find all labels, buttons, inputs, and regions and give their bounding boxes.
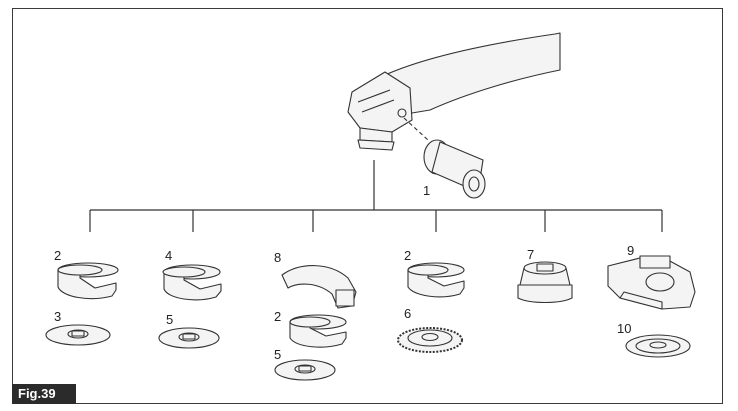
callout-7: 7 xyxy=(527,247,534,262)
diamond-wheel xyxy=(625,334,691,358)
wheel-guard-2 xyxy=(162,264,222,301)
callout-2-group3: 2 xyxy=(274,309,281,324)
wheel-guard-3 xyxy=(289,314,347,348)
callout-10: 10 xyxy=(617,321,631,336)
side-handle xyxy=(423,139,486,199)
connector-tree xyxy=(89,160,663,232)
inner-flange-3 xyxy=(274,359,336,381)
callout-5-group3: 5 xyxy=(274,347,281,362)
callout-2-group1: 2 xyxy=(54,248,61,263)
wire-cup-brush xyxy=(517,261,573,304)
callout-3: 3 xyxy=(54,309,61,324)
attach-dash-line xyxy=(403,117,429,141)
callout-9: 9 xyxy=(627,243,634,258)
figure-frame xyxy=(12,8,723,404)
inner-flange-1 xyxy=(45,324,111,346)
angle-grinder xyxy=(347,32,561,151)
dust-collecting-guard xyxy=(607,255,696,310)
callout-8: 8 xyxy=(274,250,281,265)
cut-off-cover xyxy=(281,265,357,309)
wheel-guard-4 xyxy=(407,262,465,298)
wire-wheel-brush xyxy=(397,327,463,353)
callout-2-group4: 2 xyxy=(404,248,411,263)
figure-label: Fig.39 xyxy=(12,384,76,404)
callout-5-group2: 5 xyxy=(166,312,173,327)
inner-flange-2 xyxy=(158,327,220,349)
callout-6: 6 xyxy=(404,306,411,321)
callout-1: 1 xyxy=(423,183,430,198)
callout-4: 4 xyxy=(165,248,172,263)
wheel-guard-1 xyxy=(57,262,119,300)
